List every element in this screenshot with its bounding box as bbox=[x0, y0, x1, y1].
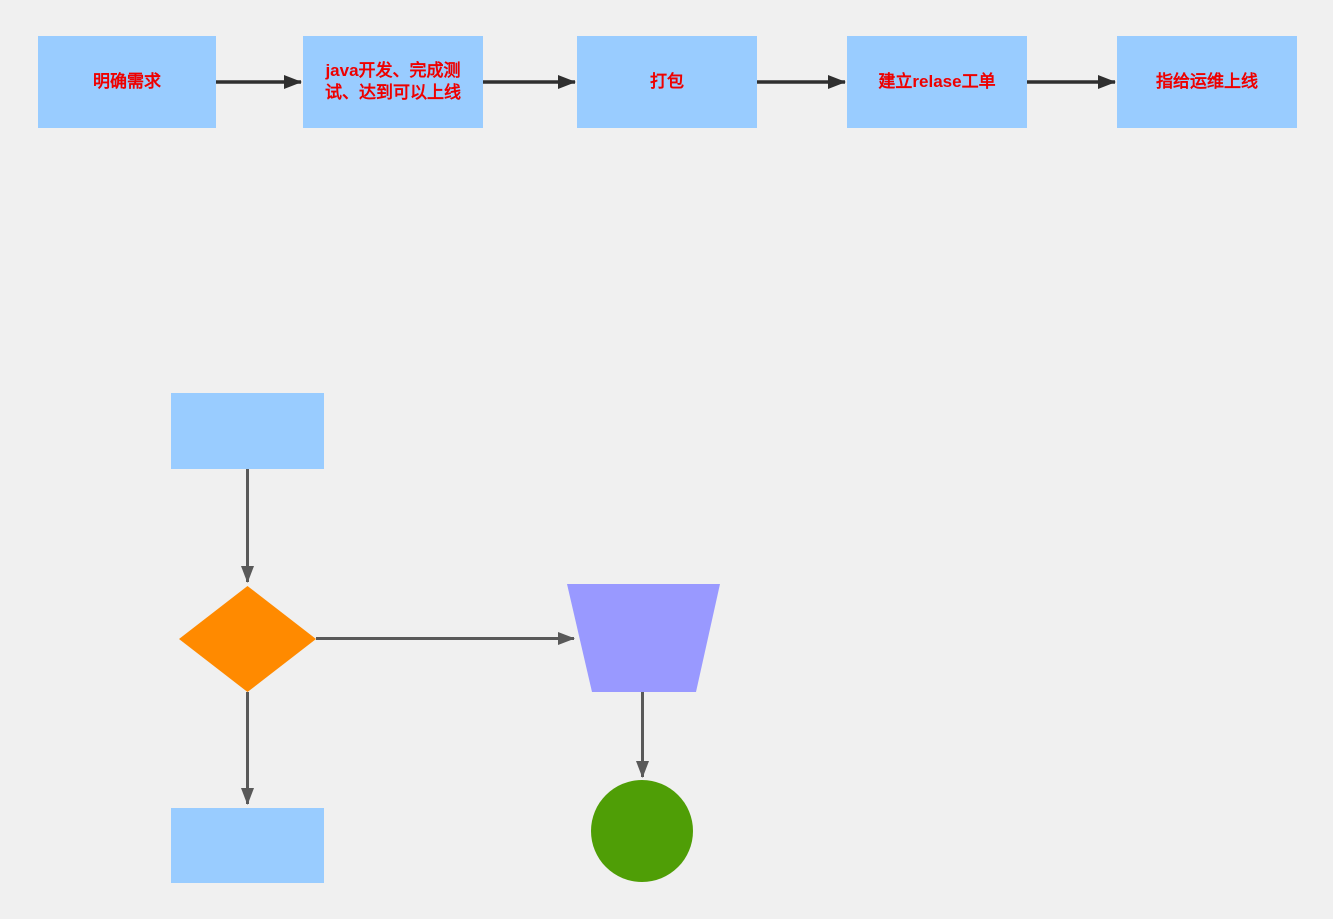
flow-step-label: 明确需求 bbox=[93, 71, 161, 91]
flow-step-release-ticket[interactable]: 建立relase工单 bbox=[847, 36, 1027, 128]
manual-operation-trapezoid-node[interactable] bbox=[567, 584, 720, 692]
flow-step-ops-online[interactable]: 指给运维上线 bbox=[1117, 36, 1297, 128]
flow-step-package[interactable]: 打包 bbox=[577, 36, 757, 128]
flow-step-label: 打包 bbox=[650, 71, 684, 91]
flow-step-label: 建立relase工单 bbox=[878, 71, 996, 91]
flow-step-label: java开发、完成测试、达到可以上线 bbox=[325, 60, 461, 102]
flow-step-label: 指给运维上线 bbox=[1156, 71, 1258, 91]
end-circle-node[interactable] bbox=[591, 780, 693, 882]
process-node-top[interactable] bbox=[171, 393, 324, 469]
flow-step-requirements[interactable]: 明确需求 bbox=[38, 36, 216, 128]
process-node-bottom[interactable] bbox=[171, 808, 324, 883]
decision-diamond-node[interactable] bbox=[179, 586, 316, 692]
flow-step-dev-test[interactable]: java开发、完成测试、达到可以上线 bbox=[303, 36, 483, 128]
